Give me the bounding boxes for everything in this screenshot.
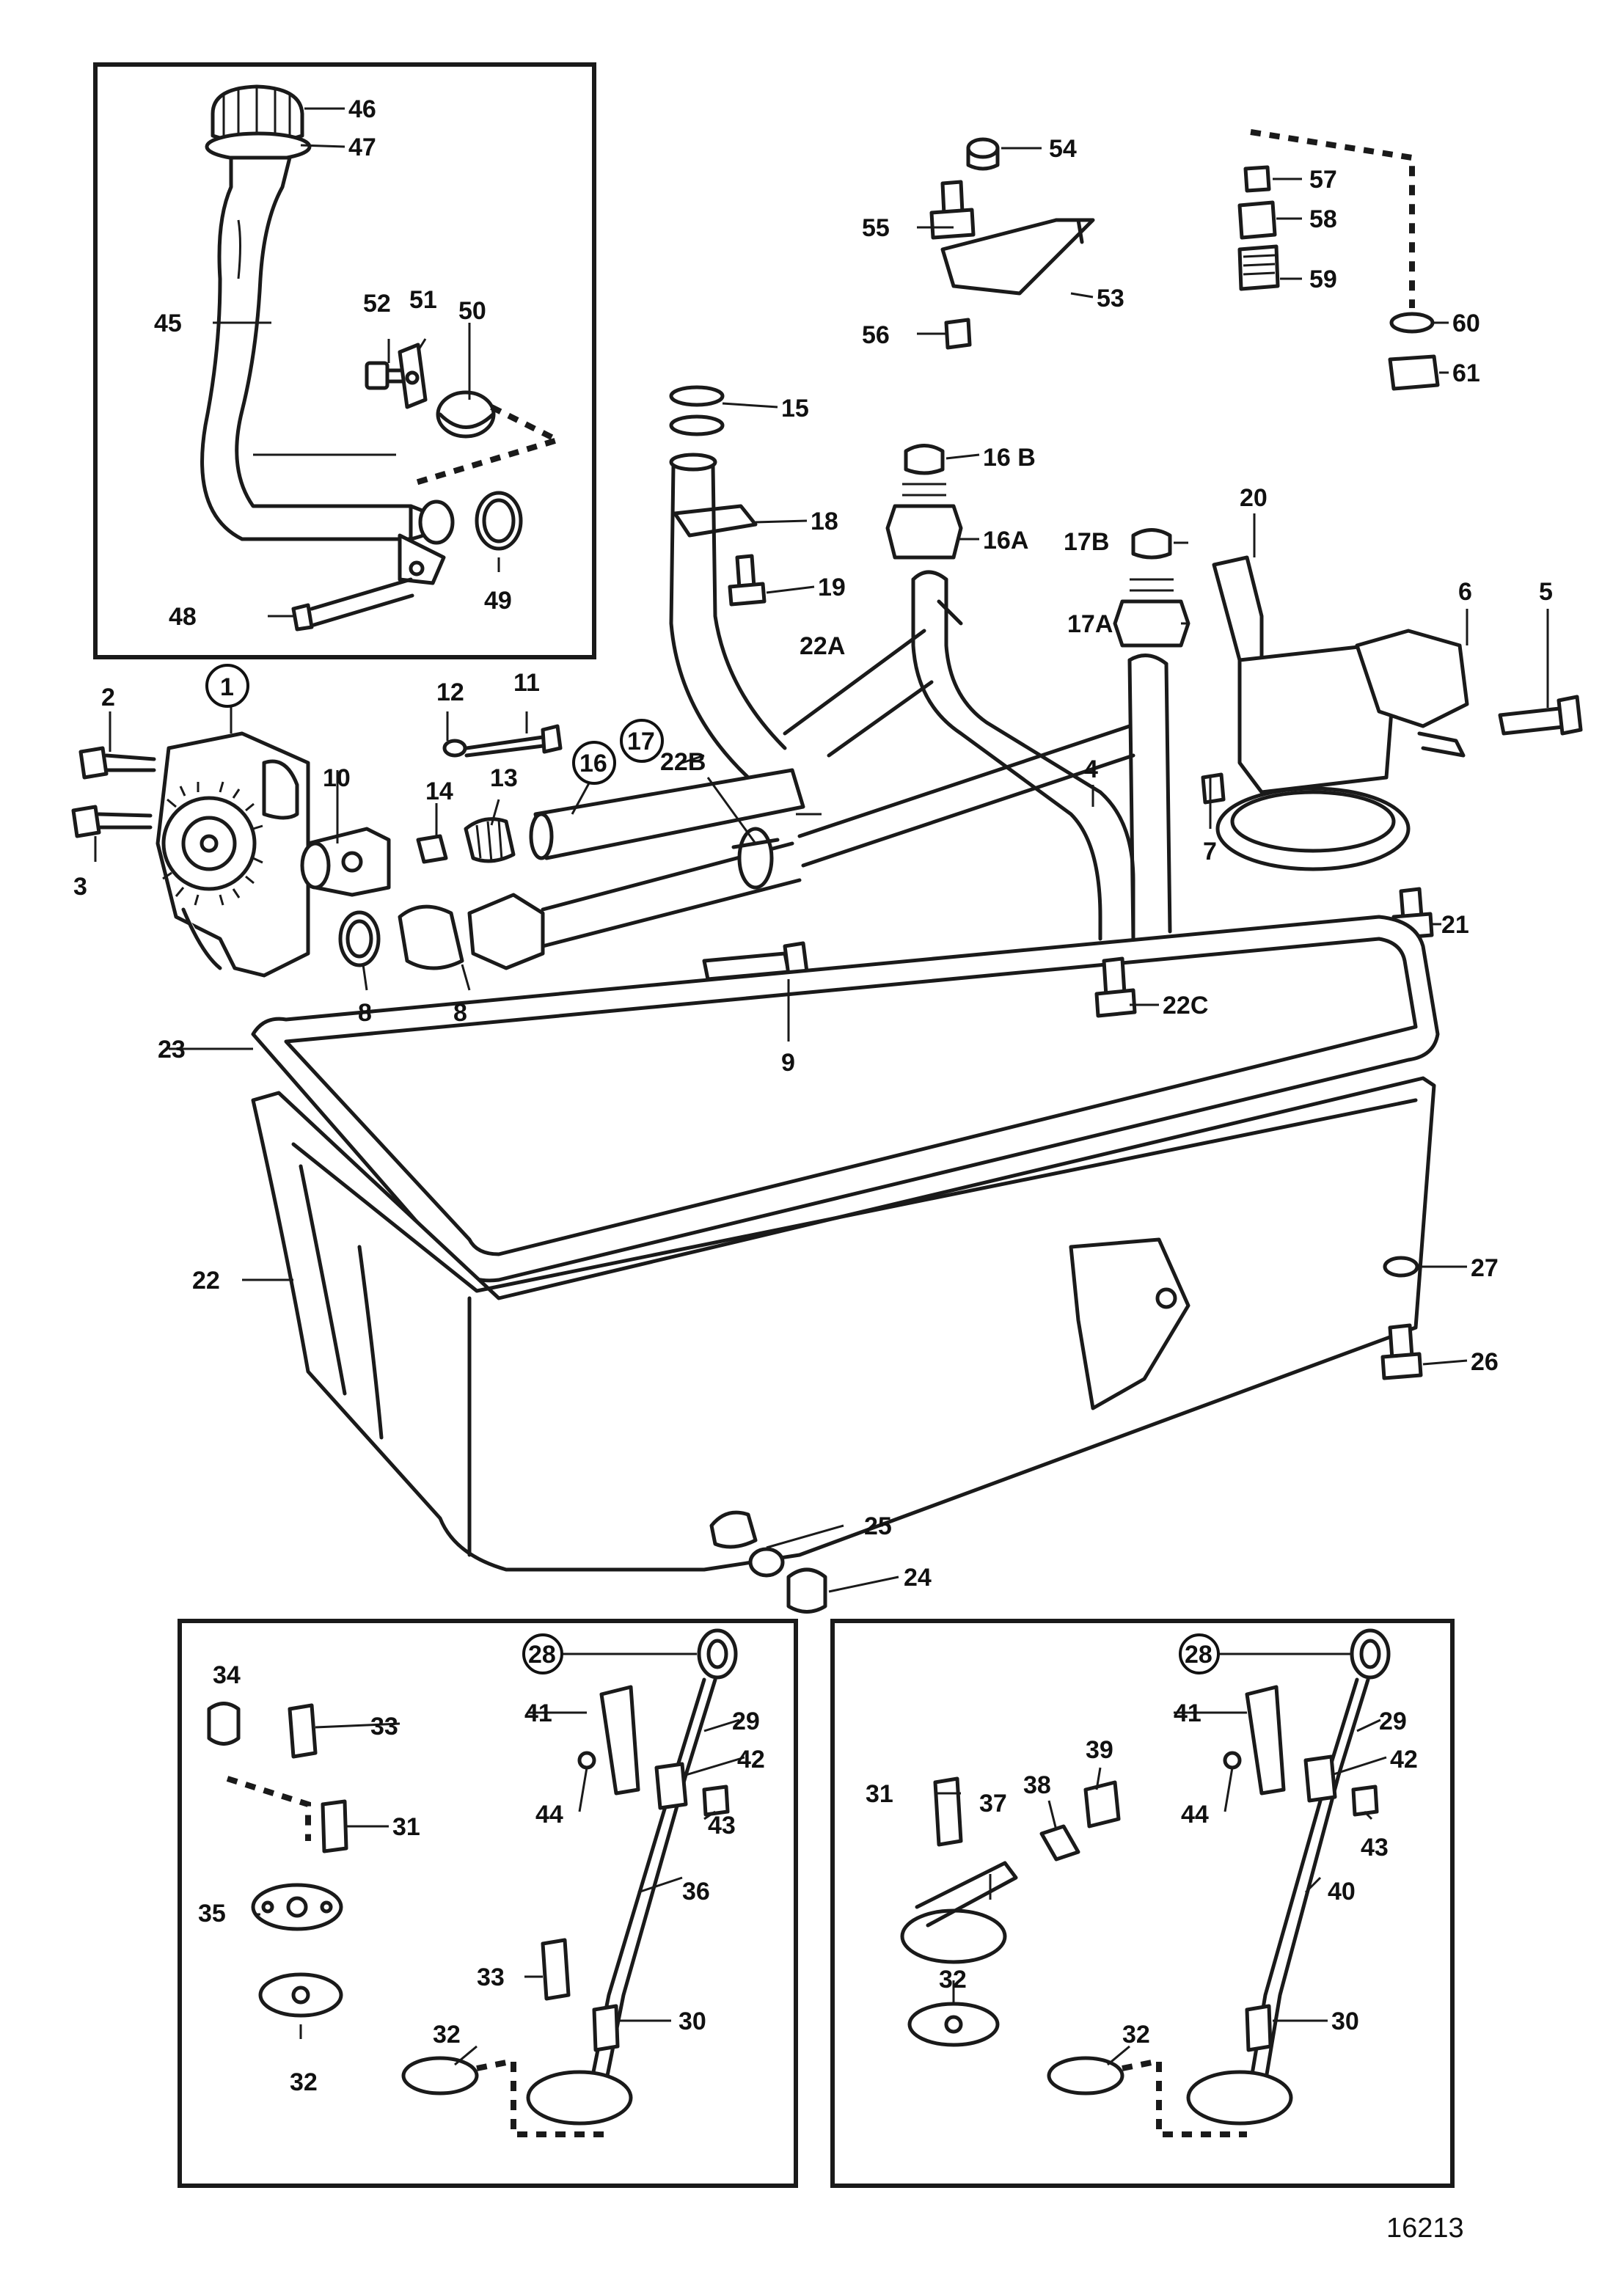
drawing-reference-number: 16213 bbox=[1386, 2213, 1464, 2244]
callout-55: 55 bbox=[862, 214, 890, 242]
callout-17: 17 bbox=[620, 719, 664, 763]
callout-45: 45 bbox=[154, 310, 182, 337]
callout-2: 2 bbox=[101, 684, 115, 711]
callout-labels: 46 47 45 52 51 50 48 49 54 55 53 56 57 5… bbox=[73, 95, 1553, 2096]
callout-29-left: 29 bbox=[732, 1707, 760, 1735]
suction-tubes bbox=[669, 385, 1190, 941]
svg-text:16: 16 bbox=[579, 750, 607, 777]
callout-22: 22 bbox=[192, 1267, 220, 1295]
callout-16b: 16 B bbox=[983, 444, 1036, 472]
callout-43-left: 43 bbox=[708, 1812, 736, 1840]
callout-28-right: 28 bbox=[1179, 1633, 1220, 1674]
callout-50: 50 bbox=[458, 297, 486, 325]
callout-53: 53 bbox=[1097, 285, 1124, 312]
callout-37: 37 bbox=[979, 1790, 1007, 1818]
callout-12: 12 bbox=[436, 678, 464, 706]
callout-57: 57 bbox=[1309, 166, 1337, 194]
callout-10: 10 bbox=[323, 764, 351, 792]
callout-15: 15 bbox=[781, 395, 809, 422]
filler-neck-inset bbox=[93, 62, 596, 659]
callout-59: 59 bbox=[1309, 266, 1337, 293]
callout-14: 14 bbox=[425, 777, 453, 805]
callout-6: 6 bbox=[1458, 578, 1472, 606]
callout-51: 51 bbox=[409, 286, 437, 314]
svg-text:17: 17 bbox=[627, 728, 655, 755]
sender-parts bbox=[929, 129, 1440, 391]
callout-5: 5 bbox=[1539, 578, 1553, 606]
callout-60: 60 bbox=[1452, 310, 1480, 337]
callout-28-left: 28 bbox=[522, 1633, 563, 1674]
callout-44-left: 44 bbox=[535, 1801, 563, 1829]
callout-30-left: 30 bbox=[679, 2007, 706, 2035]
callout-17a: 17A bbox=[1067, 610, 1113, 638]
callout-17b: 17B bbox=[1064, 528, 1109, 556]
svg-text:28: 28 bbox=[1185, 1641, 1212, 1669]
callout-22a: 22A bbox=[800, 632, 845, 660]
callout-41-left: 41 bbox=[524, 1699, 552, 1727]
callout-49: 49 bbox=[484, 587, 512, 615]
callout-21: 21 bbox=[1441, 911, 1469, 939]
oil-sump bbox=[251, 915, 1440, 1614]
callout-4: 4 bbox=[1084, 755, 1098, 783]
pipe-connectors bbox=[300, 724, 809, 981]
callout-42-right: 42 bbox=[1390, 1746, 1418, 1774]
callout-24: 24 bbox=[904, 1564, 932, 1592]
oil-strainer bbox=[1201, 555, 1583, 940]
callout-52: 52 bbox=[363, 290, 391, 318]
callout-3: 3 bbox=[73, 873, 87, 901]
callout-25: 25 bbox=[864, 1512, 892, 1540]
callout-9: 9 bbox=[781, 1049, 795, 1077]
callout-41-right: 41 bbox=[1174, 1699, 1201, 1727]
callout-46: 46 bbox=[348, 95, 376, 123]
callout-1: 1 bbox=[205, 664, 249, 708]
callout-22b: 22B bbox=[660, 748, 706, 776]
callout-23: 23 bbox=[158, 1036, 186, 1064]
callout-33-top: 33 bbox=[370, 1713, 398, 1741]
callout-19: 19 bbox=[818, 574, 846, 601]
callout-20: 20 bbox=[1240, 484, 1268, 512]
callout-34: 34 bbox=[213, 1661, 241, 1689]
callout-36: 36 bbox=[682, 1878, 710, 1906]
callout-27: 27 bbox=[1471, 1254, 1499, 1282]
callout-47: 47 bbox=[348, 133, 376, 161]
callout-11: 11 bbox=[513, 669, 540, 697]
callout-32-right-b: 32 bbox=[1122, 2021, 1150, 2049]
callout-18: 18 bbox=[811, 508, 838, 535]
callout-32-left-a: 32 bbox=[290, 2068, 318, 2096]
svg-text:28: 28 bbox=[528, 1641, 556, 1669]
callout-32-left-b: 32 bbox=[433, 2021, 461, 2049]
callout-40: 40 bbox=[1328, 1878, 1356, 1906]
dipstick-inset-left bbox=[178, 1619, 798, 2188]
dipstick-inset-right bbox=[830, 1619, 1455, 2188]
callout-48: 48 bbox=[169, 603, 197, 631]
callout-54: 54 bbox=[1049, 135, 1077, 163]
callout-43-right: 43 bbox=[1361, 1834, 1389, 1862]
callout-31-left: 31 bbox=[392, 1813, 420, 1841]
leader-lines bbox=[94, 107, 1549, 2066]
callout-13: 13 bbox=[490, 764, 518, 792]
callout-16a: 16A bbox=[983, 527, 1028, 554]
callout-30-right: 30 bbox=[1331, 2007, 1359, 2035]
callout-7: 7 bbox=[1203, 838, 1217, 865]
callout-44-right: 44 bbox=[1181, 1801, 1209, 1829]
callout-31-right: 31 bbox=[866, 1780, 893, 1808]
callout-42-left: 42 bbox=[737, 1746, 765, 1774]
callout-33-bottom: 33 bbox=[477, 1963, 505, 1991]
callout-8-right: 8 bbox=[453, 999, 467, 1027]
callout-8-left: 8 bbox=[358, 999, 372, 1027]
callout-38: 38 bbox=[1023, 1771, 1051, 1799]
callout-61: 61 bbox=[1452, 359, 1480, 387]
callout-32-right-a: 32 bbox=[939, 1966, 967, 1994]
svg-text:1: 1 bbox=[220, 673, 234, 701]
callout-35: 35 bbox=[198, 1900, 226, 1928]
oil-pump bbox=[71, 731, 310, 978]
callout-16: 16 bbox=[572, 741, 616, 785]
callout-26: 26 bbox=[1471, 1348, 1499, 1376]
callout-22c: 22C bbox=[1163, 992, 1208, 1020]
callout-56: 56 bbox=[862, 321, 890, 349]
callout-29-right: 29 bbox=[1379, 1707, 1407, 1735]
callout-58: 58 bbox=[1309, 205, 1337, 233]
callout-39: 39 bbox=[1086, 1736, 1113, 1764]
